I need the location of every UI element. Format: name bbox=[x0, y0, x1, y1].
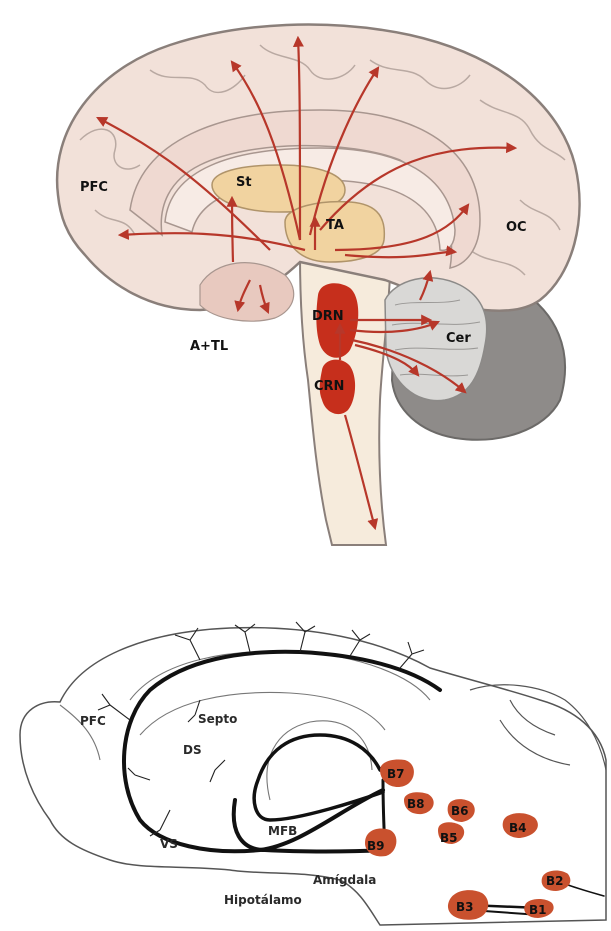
label-septo: Septo bbox=[198, 712, 237, 726]
human-brain-diagram: PFC St TA OC DRN Cer CRN A+TL bbox=[57, 25, 579, 545]
label-hipotalamo: Hipotálamo bbox=[224, 893, 302, 907]
label-st: St bbox=[236, 175, 252, 190]
cerebellum bbox=[385, 278, 487, 401]
label-cer: Cer bbox=[446, 331, 471, 346]
amygdala-temporal bbox=[200, 263, 294, 321]
label-crn: CRN bbox=[314, 379, 344, 394]
label-ds: DS bbox=[183, 743, 202, 757]
label-b4: B4 bbox=[509, 821, 527, 835]
label-vs: VS bbox=[160, 837, 178, 851]
label-b2: B2 bbox=[546, 874, 564, 888]
label-rat-pfc: PFC bbox=[80, 714, 106, 728]
label-b7: B7 bbox=[387, 767, 405, 781]
label-ta: TA bbox=[326, 218, 344, 233]
label-b5: B5 bbox=[440, 831, 458, 845]
label-b3: B3 bbox=[456, 900, 474, 914]
label-b6: B6 bbox=[451, 804, 469, 818]
label-amigdala: Amígdala bbox=[313, 873, 376, 887]
label-b9: B9 bbox=[367, 839, 385, 853]
label-b8: B8 bbox=[407, 797, 425, 811]
label-mfb: MFB bbox=[268, 824, 297, 838]
label-atl: A+TL bbox=[190, 339, 228, 354]
label-b1: B1 bbox=[529, 903, 547, 917]
rat-brain-diagram: PFC Septo DS VS MFB Amígdala Hipotálamo … bbox=[20, 622, 606, 925]
label-pfc: PFC bbox=[80, 180, 108, 195]
label-drn: DRN bbox=[312, 309, 344, 324]
label-oc: OC bbox=[506, 220, 527, 235]
